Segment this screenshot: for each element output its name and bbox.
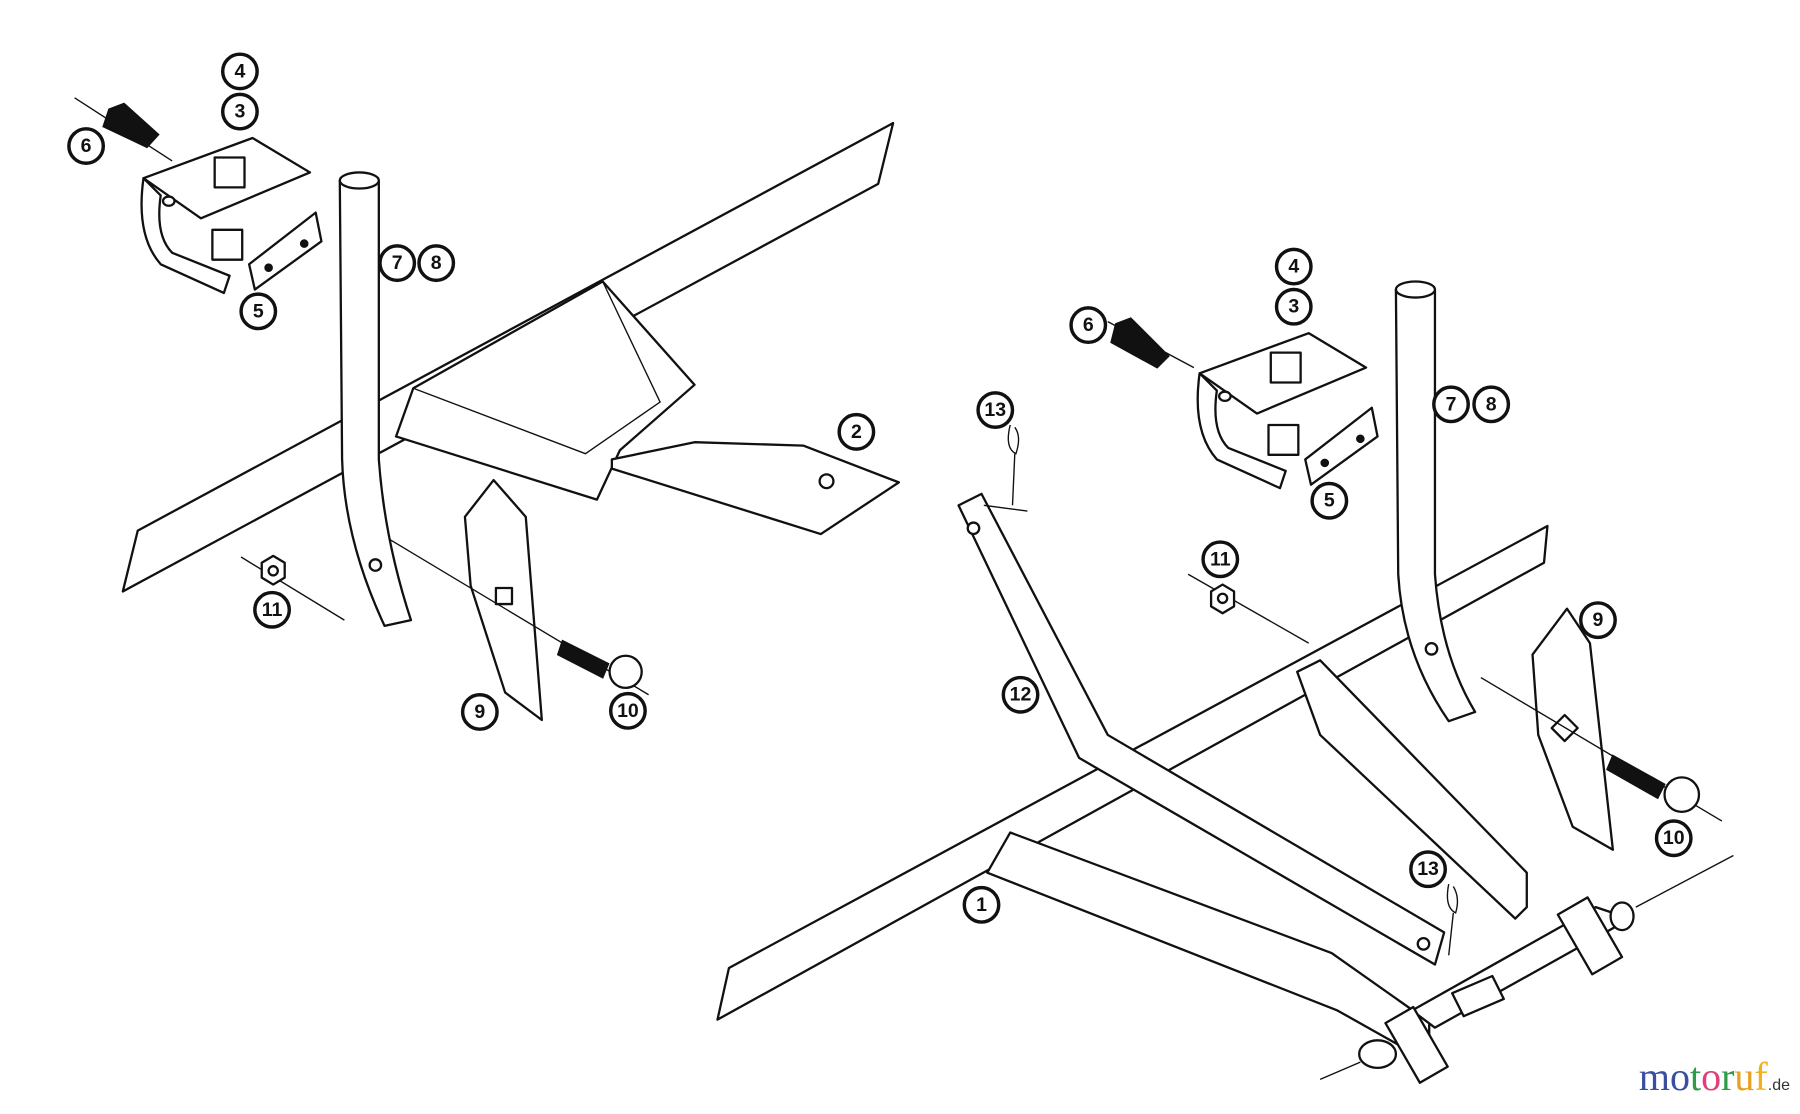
watermark-tld: .de [1767,1077,1790,1094]
shank-7-8 [338,179,413,628]
svg-text:11: 11 [1210,548,1231,570]
svg-text:10: 10 [1663,827,1685,849]
hair-pin-13 [1446,884,1459,956]
callout-4: 4 [1274,247,1313,286]
left-clamp [74,97,323,295]
callout-9: 9 [460,693,499,731]
svg-text:6: 6 [1083,314,1094,336]
callout-7: 7 [378,244,417,283]
svg-text:13: 13 [984,399,1006,421]
right-assembly [716,280,1734,1084]
watermark-logo: motoruf.de [1639,1053,1790,1100]
callout-13: 13 [976,391,1015,430]
hitch-arm-12 [957,492,1446,966]
callout-8: 8 [417,244,456,283]
callout-7: 7 [1432,385,1470,424]
a-frame [986,831,1431,1064]
callout-5: 5 [1310,481,1349,520]
svg-text:8: 8 [1486,393,1497,415]
svg-text:7: 7 [1446,393,1457,415]
bolt-10 [1480,676,1723,822]
callout-13: 13 [1409,850,1448,889]
callout-6: 6 [67,127,106,165]
callout-3: 3 [1274,287,1313,326]
svg-text:3: 3 [1288,296,1299,318]
svg-text:2: 2 [851,421,862,443]
center-bracket [1296,659,1528,920]
callout-3: 3 [220,92,259,131]
svg-text:4: 4 [1288,256,1299,278]
shank-7-8 [1394,288,1477,723]
svg-text:9: 9 [1593,609,1604,631]
svg-text:7: 7 [392,252,403,274]
watermark-name: motoruf [1638,1054,1768,1099]
callout-9: 9 [1579,601,1617,640]
callout-11: 11 [1201,540,1240,579]
svg-text:5: 5 [253,300,264,322]
callout-4: 4 [220,52,259,91]
callout-6: 6 [1069,306,1108,345]
callout-10: 10 [608,691,647,730]
callout-2: 2 [837,412,876,451]
svg-text:6: 6 [81,135,92,157]
callout-5: 5 [239,292,278,331]
axle [1319,854,1734,1084]
callout-11: 11 [253,590,292,629]
bolt-6 [1110,317,1170,369]
bolt-6 [102,102,160,149]
svg-text:9: 9 [474,701,485,723]
bolt-10 [389,539,649,696]
hitch-plate-2 [610,441,901,536]
svg-text:8: 8 [431,252,442,274]
callout-1: 1 [962,885,1001,924]
svg-text:3: 3 [234,101,245,123]
left-assembly [121,121,901,722]
svg-text:5: 5 [1324,490,1335,512]
right-clamp [1107,317,1379,490]
clamp-plate-5 [1304,406,1379,486]
svg-text:12: 12 [1010,684,1032,706]
clamp-plate-5 [247,211,323,291]
callout-8: 8 [1472,385,1511,424]
svg-text:11: 11 [262,599,283,621]
svg-text:10: 10 [617,700,639,722]
svg-text:4: 4 [234,60,245,82]
svg-text:1: 1 [976,894,987,916]
hair-pin-13 [1007,424,1020,506]
callout-12: 12 [1001,675,1040,714]
svg-text:13: 13 [1417,858,1439,880]
callout-10: 10 [1654,819,1693,858]
